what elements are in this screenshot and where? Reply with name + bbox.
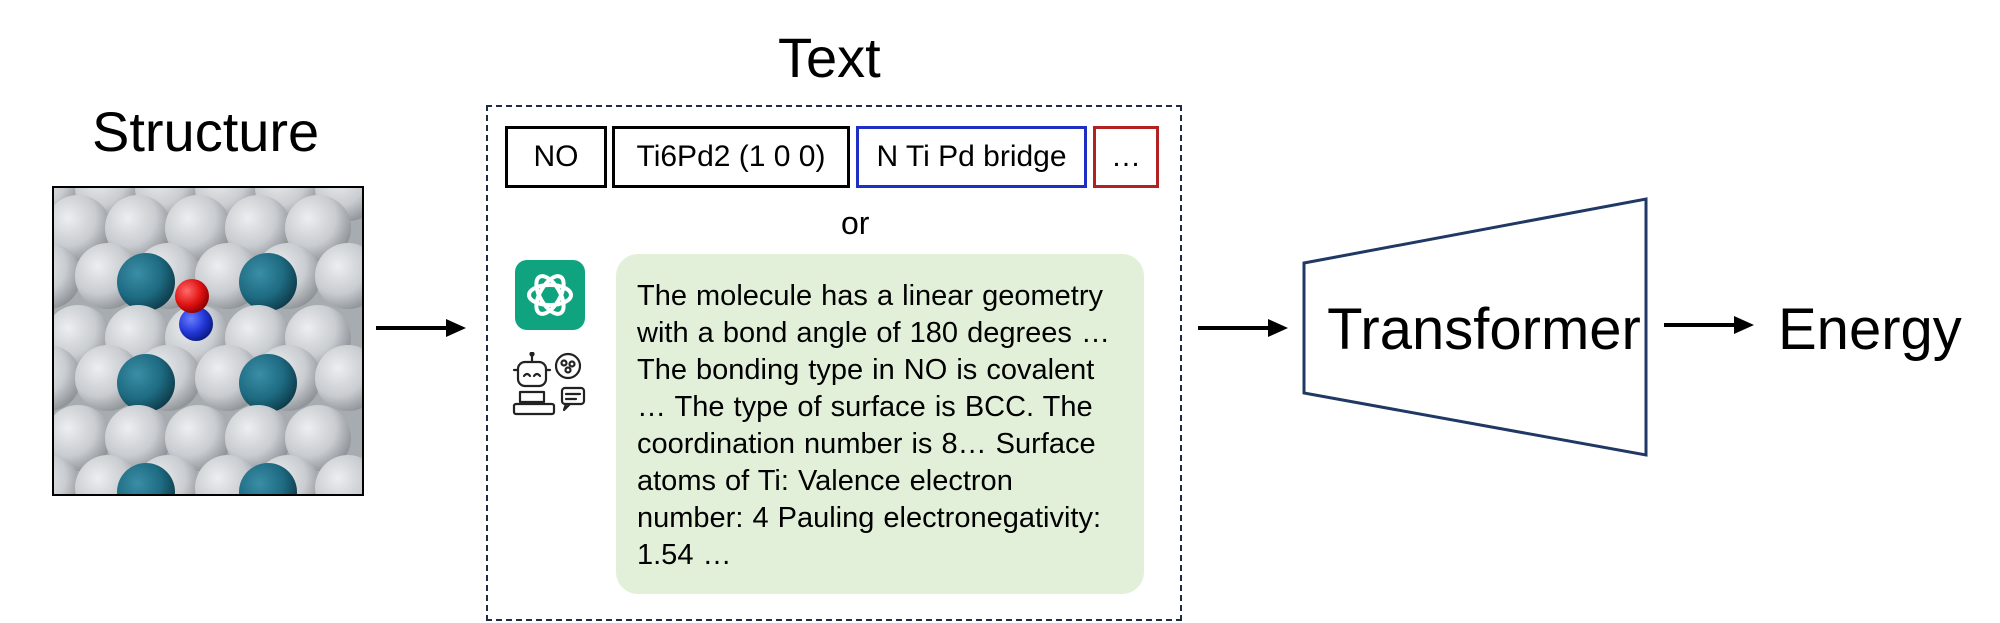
surface-atom — [54, 405, 111, 471]
surface-atom — [315, 455, 362, 494]
surface-atom — [315, 243, 362, 309]
structure-title: Structure — [92, 100, 320, 163]
surface-atom — [165, 405, 231, 471]
openai-logo-icon — [515, 260, 585, 330]
token-binding-site: N Ti Pd bridge — [856, 126, 1087, 188]
surface-atom — [54, 455, 81, 494]
token-ellipsis: … — [1093, 126, 1159, 188]
text-title: Text — [778, 26, 881, 89]
robot-assistant-icon — [512, 352, 586, 416]
ti-atom — [239, 354, 297, 412]
energy-label: Energy — [1778, 297, 1962, 362]
text-description-box: The molecule has a linear geometry with … — [616, 254, 1144, 594]
surface-atom — [105, 195, 171, 261]
text-description: The molecule has a linear geometry with … — [637, 280, 1110, 571]
transformer-block — [1302, 197, 1648, 457]
adsorbate-surface-render — [54, 188, 362, 494]
or-label: or — [841, 205, 870, 241]
structure-image — [52, 186, 364, 496]
ti-atom — [117, 253, 175, 311]
oxygen-atom — [175, 279, 209, 313]
surface-atom — [315, 345, 362, 411]
right-arrow-icon — [376, 319, 466, 337]
ti-atom — [239, 463, 297, 494]
token-adsorbate: NO — [505, 126, 607, 188]
ti-atom — [117, 463, 175, 494]
nitrogen-atom — [179, 307, 213, 341]
surface-atom — [54, 195, 111, 261]
right-arrow-icon — [1664, 316, 1754, 334]
ti-atom — [117, 354, 175, 412]
ti-atom — [239, 253, 297, 311]
surface-atom — [165, 195, 231, 261]
surface-atom — [105, 405, 171, 471]
surface-atom — [54, 243, 81, 309]
right-arrow-icon — [1198, 319, 1288, 337]
surface-atom — [225, 405, 291, 471]
text-panel — [486, 105, 1182, 621]
token-surface: Ti6Pd2 (1 0 0) — [612, 126, 850, 188]
surface-atom — [285, 405, 351, 471]
surface-atom — [54, 345, 81, 411]
surface-atom — [285, 195, 351, 261]
surface-atom — [225, 195, 291, 261]
transformer-label: Transformer — [1327, 297, 1641, 362]
